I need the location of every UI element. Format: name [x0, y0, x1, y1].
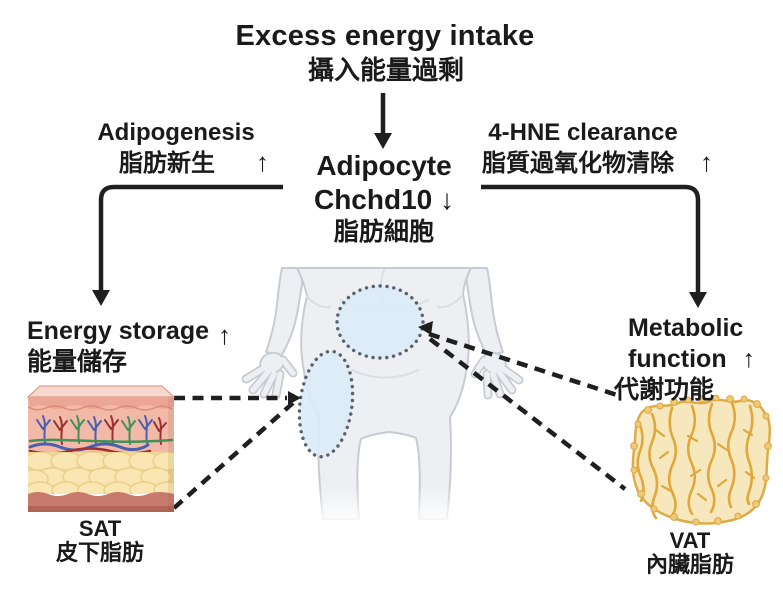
- vat-label: VAT: [669, 528, 711, 553]
- metabolic-chinese-label: 代謝功能: [614, 376, 715, 404]
- title-chinese: 攝入能量過剩: [307, 55, 465, 85]
- vat-callout-lines: [418, 321, 627, 491]
- sat-illustration: [26, 385, 176, 512]
- right-elbow-arrow: [481, 184, 707, 308]
- metabolic-function-label: function ↑: [628, 345, 756, 374]
- down-arrow-icon: [374, 93, 392, 149]
- chchd10-down-label: Chchd10 ↓: [313, 184, 455, 215]
- function-text: function: [628, 345, 727, 373]
- vat-illustration: [630, 394, 772, 526]
- energy-storage-chinese-label: 能量儲存: [27, 348, 128, 376]
- hne-clearance-up-arrow: ↑: [700, 147, 713, 177]
- energy-storage-up-arrow: ↑: [218, 320, 232, 350]
- vat-texture-nodes: [630, 394, 772, 526]
- thigh-fat-region: [297, 349, 355, 459]
- right-hand: [470, 351, 524, 400]
- left-elbow-arrow: [92, 184, 283, 306]
- adipocyte-label: Adipocyte: [316, 150, 452, 181]
- vat-vessels: [636, 401, 756, 520]
- metabolic-label: Metabolic: [628, 314, 744, 342]
- vat-chinese-label: 內臟脂肪: [645, 552, 735, 577]
- belly-fat-region: [335, 284, 425, 360]
- adipocyte-chinese-label: 脂肪細胞: [333, 218, 435, 246]
- sat-fat-lobules: [28, 452, 174, 494]
- adipogenesis-up-arrow: ↑: [256, 147, 269, 177]
- hne-clearance-label: 4-HNE clearance: [488, 119, 678, 146]
- left-hand: [241, 351, 298, 400]
- sat-label: SAT: [78, 516, 122, 541]
- hne-clearance-chinese-label: 脂質過氧化物清除: [482, 150, 674, 177]
- metabolic-up-arrow: ↑: [742, 345, 756, 373]
- adipogenesis-chinese-label: 脂肪新生: [119, 150, 215, 177]
- body-illustration: [241, 267, 524, 534]
- energy-storage-label: Energy storage ↑: [27, 317, 232, 350]
- sat-chinese-label: 皮下脂肪: [55, 540, 145, 565]
- energy-storage-text: Energy storage: [27, 317, 210, 345]
- title-english: Excess energy intake: [235, 20, 535, 52]
- sat-callout-lines: [172, 391, 301, 510]
- sat-blood-vessels: [28, 415, 174, 455]
- adipogenesis-label: Adipogenesis: [97, 119, 255, 146]
